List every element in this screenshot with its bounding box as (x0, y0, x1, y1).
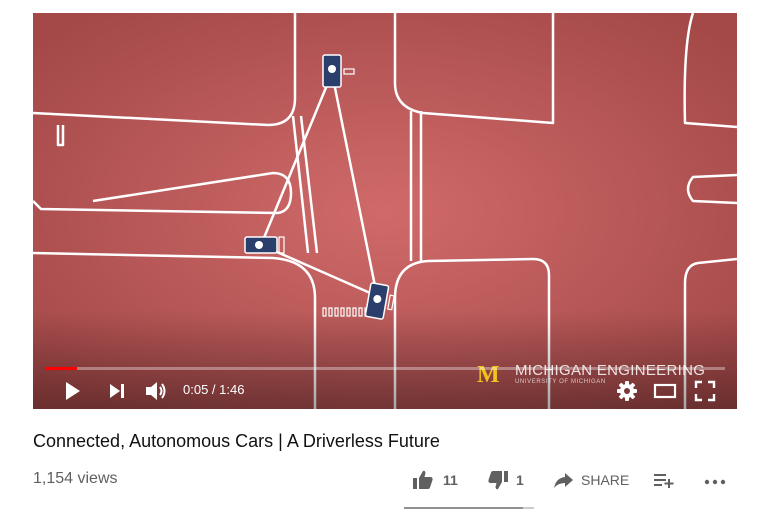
watermark-subtitle: UNIVERSITY OF MICHIGAN (515, 379, 606, 385)
sentiment-bar (404, 507, 534, 509)
playlist-add-icon (654, 474, 674, 488)
video-frame (33, 13, 737, 409)
progress-played (45, 367, 77, 370)
like-button[interactable]: 11 (411, 468, 471, 492)
share-button[interactable]: SHARE (552, 468, 632, 492)
fullscreen-button[interactable] (693, 379, 717, 403)
watermark-title: MICHIGAN ENGINEERING (515, 362, 706, 379)
settings-button[interactable] (615, 379, 639, 403)
view-count: 1,154 views (33, 470, 118, 487)
video-title: Connected, Autonomous Cars | A Driverles… (33, 431, 440, 451)
fullscreen-icon (694, 380, 716, 402)
michigan-logo: M (477, 362, 500, 388)
more-actions-button[interactable] (703, 468, 727, 492)
theater-mode-button[interactable] (653, 380, 677, 402)
play-button[interactable] (61, 379, 83, 403)
thumbs-down-icon (488, 471, 508, 490)
like-count: 11 (443, 472, 458, 488)
add-to-playlist-button[interactable] (652, 468, 676, 492)
watermark: M MICHIGAN ENGINEERING UNIVERSITY OF MIC… (477, 362, 707, 392)
next-icon (110, 384, 124, 398)
share-icon (554, 473, 573, 488)
sentiment-like-portion (404, 507, 524, 509)
next-button[interactable] (107, 380, 127, 402)
dislike-button[interactable]: 1 (486, 468, 534, 492)
volume-icon (146, 382, 166, 400)
play-icon (66, 382, 80, 400)
dislike-count: 1 (516, 472, 524, 488)
more-horizontal-icon (704, 479, 726, 485)
volume-button[interactable] (143, 378, 169, 404)
progress-bar[interactable] (45, 367, 725, 370)
video-player[interactable]: M MICHIGAN ENGINEERING UNIVERSITY OF MIC… (33, 13, 737, 409)
theater-mode-icon (653, 383, 677, 399)
gear-icon (617, 381, 637, 401)
share-label: SHARE (581, 472, 630, 488)
thumbs-up-icon (413, 470, 433, 489)
time-display: 0:05 / 1:46 (183, 382, 245, 397)
